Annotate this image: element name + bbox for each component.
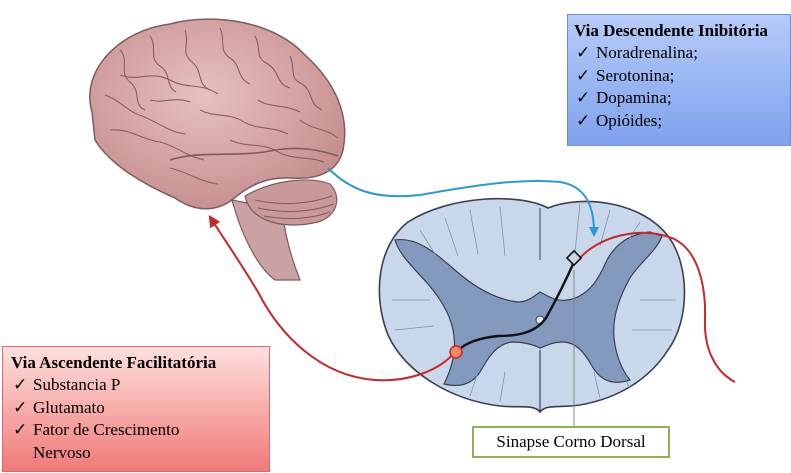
list-item: ✓ Substancia P xyxy=(11,374,269,397)
ascending-pathway-title: Via Ascendente Facilitatória xyxy=(11,352,269,374)
mediator-label: Glutamato xyxy=(33,398,105,417)
list-item: ✓ Fator de Crescimento xyxy=(11,419,269,442)
descending-pathway-title: Via Descendente Inibitória xyxy=(574,20,790,42)
list-item: ✓ Glutamato xyxy=(11,397,269,420)
list-item: ✓ Serotonina; xyxy=(574,65,790,88)
neurotransmitter-label: Serotonina; xyxy=(596,66,674,85)
list-item-continuation: Nervoso xyxy=(11,442,269,465)
neurotransmitter-label: Dopamina; xyxy=(596,88,672,107)
spinal-cord-cross-section xyxy=(379,199,684,412)
list-item: ✓ Dopamina; xyxy=(574,87,790,110)
list-item: ✓ Noradrenalina; xyxy=(574,42,790,65)
descending-pathway-box: Via Descendente Inibitória ✓ Noradrenalin… xyxy=(567,14,791,146)
brain-illustration xyxy=(90,19,345,280)
neurotransmitter-label: Noradrenalina; xyxy=(596,43,698,62)
check-icon: ✓ xyxy=(13,374,27,397)
ascending-neuron-body xyxy=(450,346,462,358)
neurotransmitter-label: Opióides; xyxy=(596,111,662,130)
ascending-pathway-list: ✓ Substancia P ✓ Glutamato ✓ Fator de Cresc… xyxy=(11,374,269,464)
mediator-label: Fator de Crescimento xyxy=(33,420,179,439)
synapse-label: Sinapse Corno Dorsal xyxy=(472,426,670,458)
check-icon: ✓ xyxy=(576,42,590,65)
check-icon: ✓ xyxy=(13,419,27,442)
check-icon: ✓ xyxy=(576,87,590,110)
descending-pathway-list: ✓Noradrenalina; ✓Serotonina; ✓Dopamina; … xyxy=(574,42,790,132)
check-icon: ✓ xyxy=(576,110,590,133)
mediator-label: Substancia P xyxy=(33,375,120,394)
check-icon: ✓ xyxy=(576,65,590,88)
check-icon: ✓ xyxy=(13,397,27,420)
mediator-label: Nervoso xyxy=(33,443,91,462)
ascending-pathway-box: Via Ascendente Facilitatória ✓ Substancia… xyxy=(2,346,270,472)
list-item: ✓ Opióides; xyxy=(574,110,790,133)
